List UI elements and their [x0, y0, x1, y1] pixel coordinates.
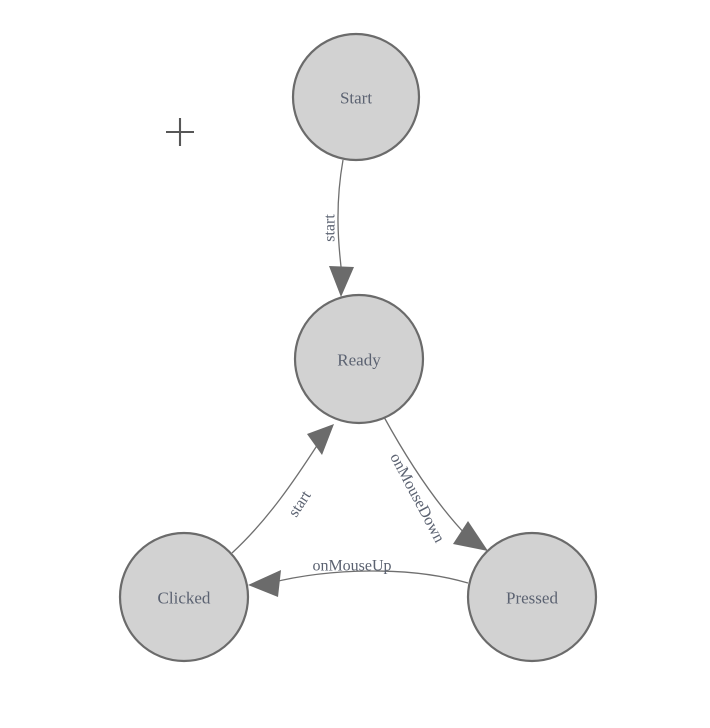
arrowhead-into-ready-from-clicked — [307, 424, 334, 455]
edge-clicked-to-ready[interactable]: start — [231, 424, 334, 554]
node-clicked[interactable]: Clicked — [118, 531, 250, 663]
node-start[interactable]: Start — [291, 32, 421, 162]
node-label-pressed: Pressed — [506, 589, 558, 608]
node-circle-pressed[interactable] — [466, 531, 598, 663]
edge-start-to-ready[interactable]: start — [322, 159, 355, 297]
edge-label-start-to-ready: start — [322, 214, 339, 242]
node-circle-ready[interactable] — [293, 293, 425, 425]
node-pressed[interactable]: Pressed — [466, 531, 598, 663]
edge-path-clicked-to-ready — [231, 443, 319, 554]
node-label-clicked: Clicked — [158, 589, 211, 608]
arrowhead-into-ready-from-start — [329, 266, 354, 297]
node-circle-clicked[interactable] — [118, 531, 250, 663]
edge-label-clicked-to-ready: start — [285, 487, 315, 520]
edge-path-start-to-ready — [337, 159, 344, 276]
arrowhead-into-clicked-from-pressed — [248, 570, 281, 597]
edge-ready-to-pressed[interactable]: onMouseDown — [383, 416, 488, 551]
edge-path-ready-to-pressed — [383, 416, 469, 538]
edge-label-pressed-to-clicked: onMouseUp — [312, 558, 391, 575]
node-ready[interactable]: Ready — [293, 293, 425, 425]
node-label-ready: Ready — [337, 351, 381, 370]
crosshair-marker-icon — [166, 118, 194, 146]
node-label-start: Start — [340, 89, 372, 108]
arrowhead-into-pressed-from-ready — [453, 521, 488, 551]
edge-label-ready-to-pressed: onMouseDown — [386, 450, 447, 545]
node-circle-start[interactable] — [291, 32, 421, 162]
edge-pressed-to-clicked[interactable]: onMouseUp — [248, 558, 469, 598]
edge-path-pressed-to-clicked — [269, 570, 469, 584]
